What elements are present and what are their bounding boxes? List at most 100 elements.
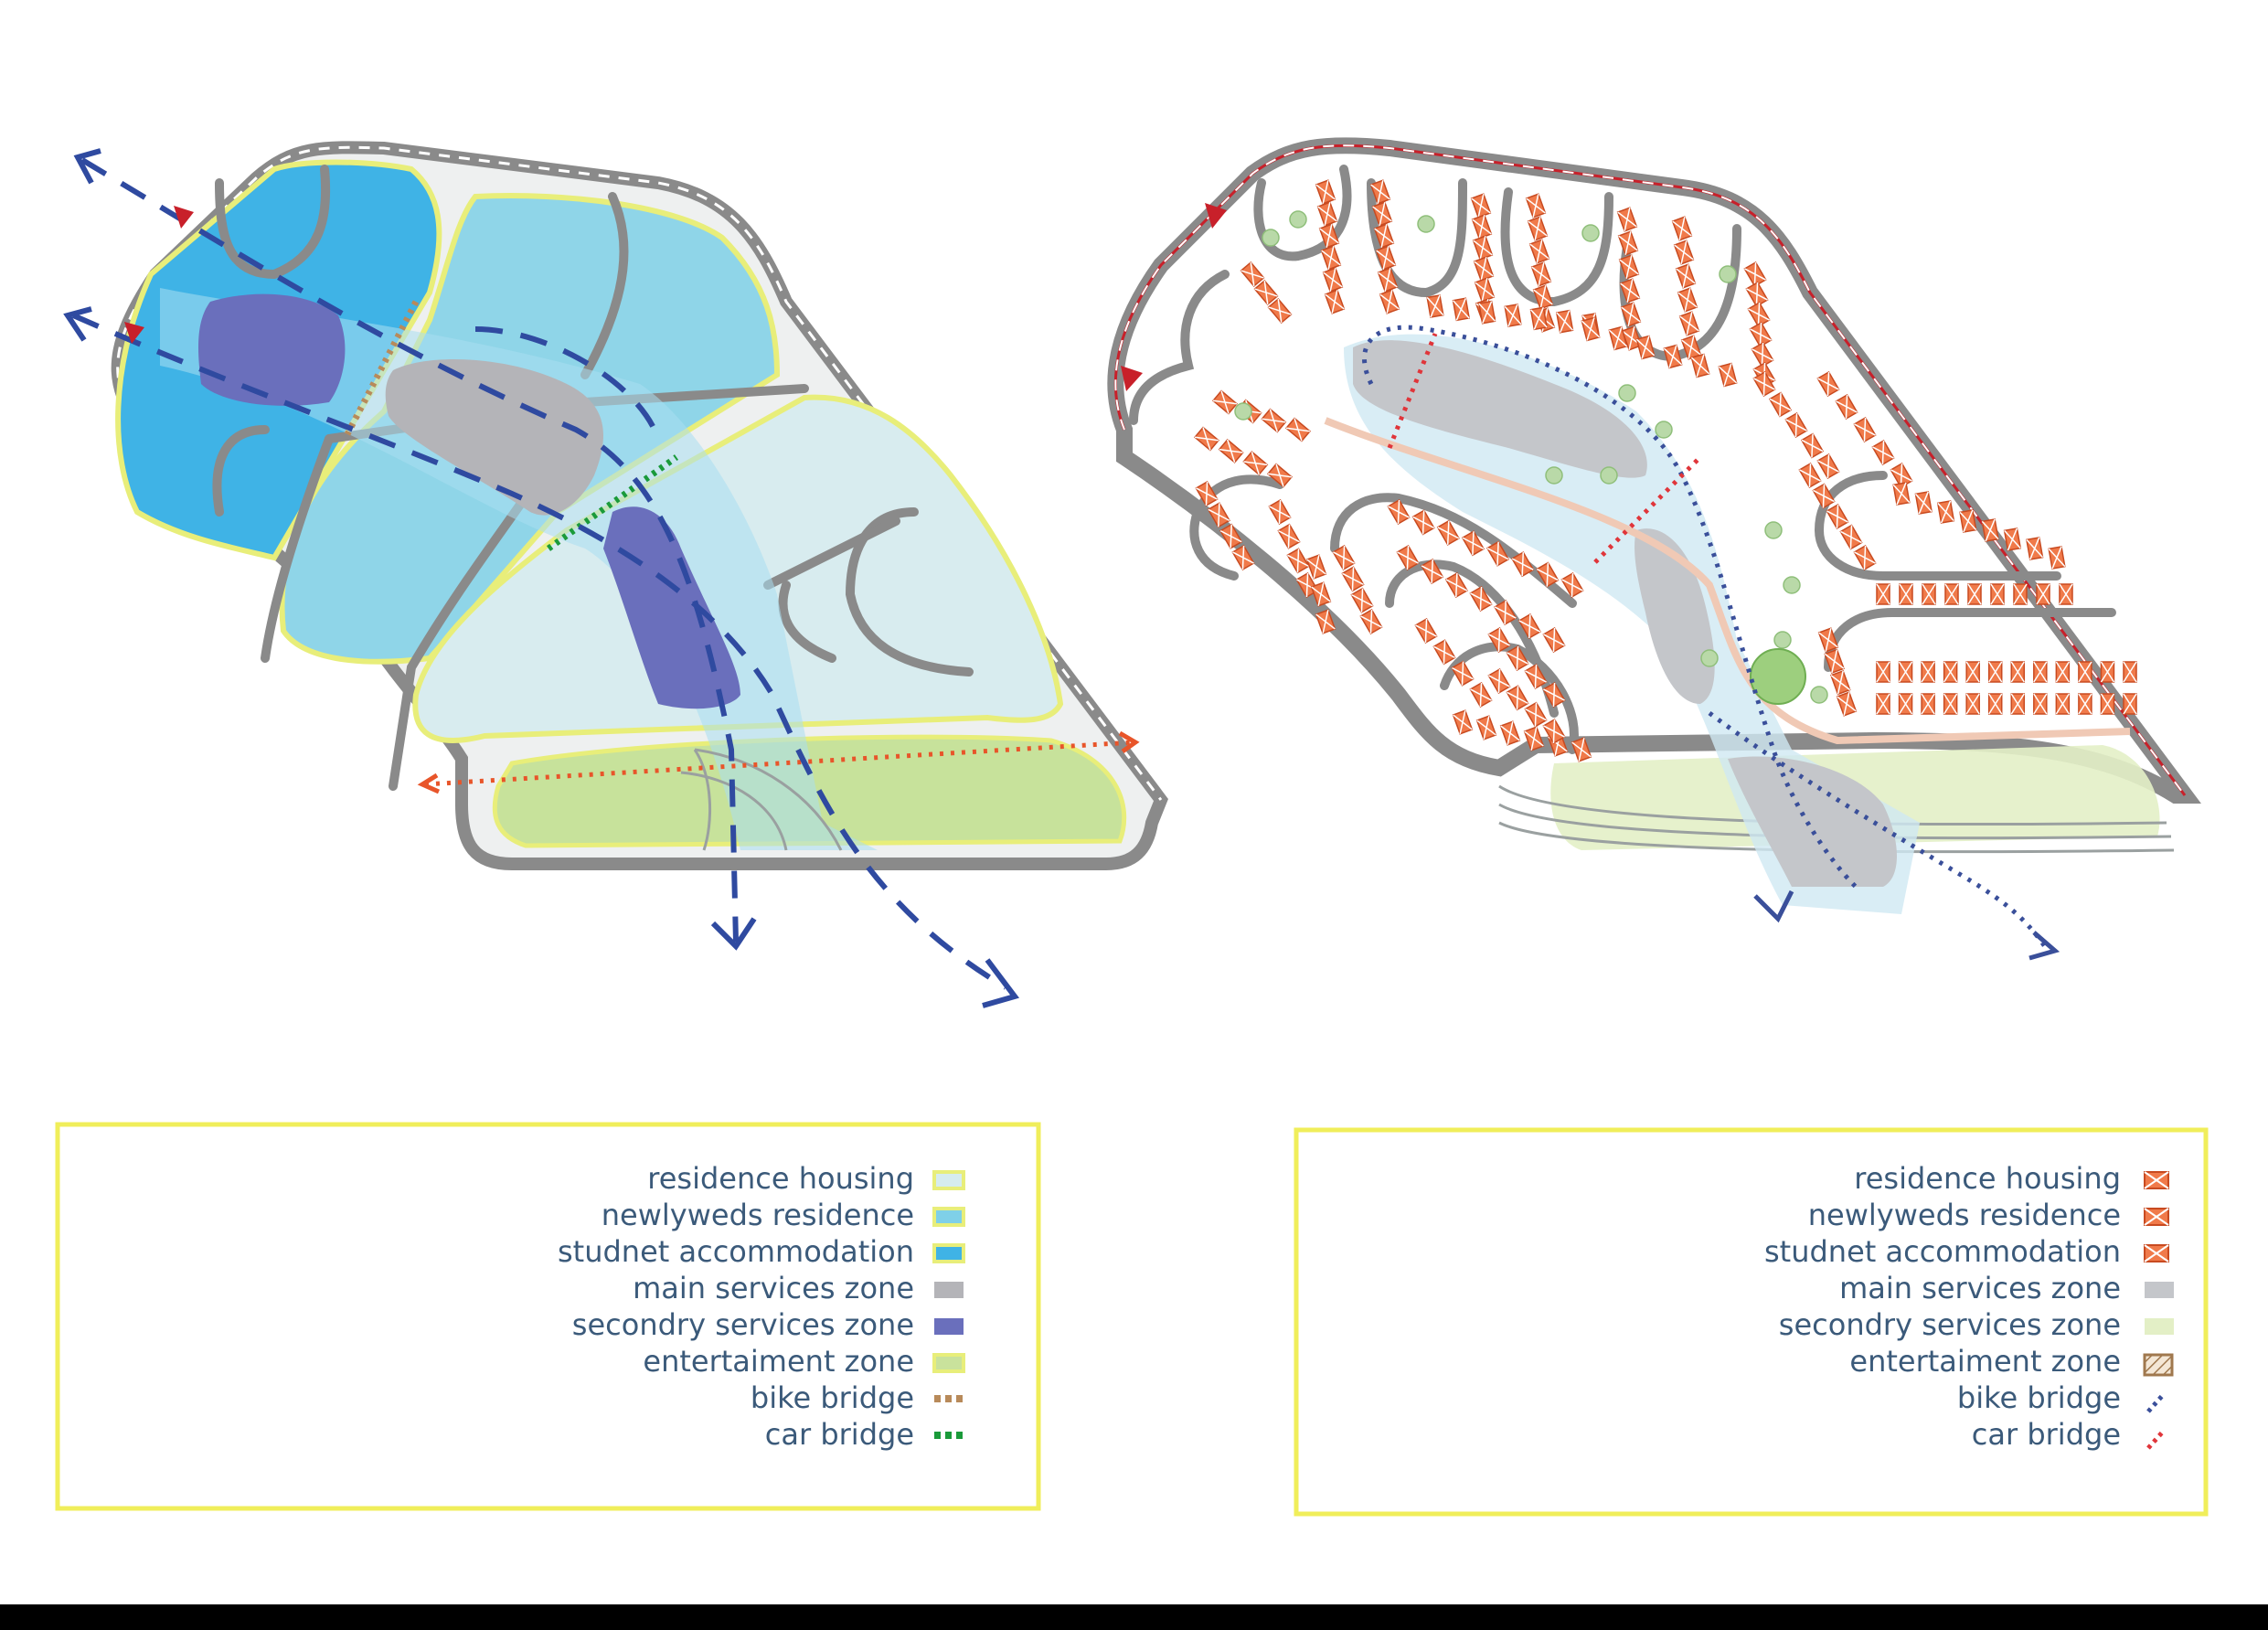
left-car-bridge [546, 454, 679, 551]
housing-unit [2033, 693, 2048, 715]
housing-unit [2100, 693, 2115, 715]
legend-left-swatch-4 [934, 1318, 964, 1335]
housing-unit [1768, 391, 1793, 418]
housing-unit [1469, 681, 1493, 708]
housing-unit [1745, 281, 1769, 308]
housing-unit [1981, 518, 1999, 542]
housing-unit [1816, 370, 1840, 398]
housing-unit [1921, 661, 1935, 683]
right-main-services-north [1353, 340, 1647, 478]
housing-unit [1675, 263, 1697, 289]
legend-left-swatch-1 [932, 1207, 965, 1227]
housing-unit [1506, 685, 1529, 711]
housing-unit [1315, 609, 1336, 634]
housing-unit [1943, 661, 1958, 683]
housing-unit [1914, 491, 1933, 515]
housing-unit [1485, 540, 1510, 567]
housing-unit [1375, 245, 1397, 271]
housing-unit [2036, 583, 2050, 605]
legend-right-label-0: residence housing [1854, 1161, 2121, 1196]
housing-unit [1469, 585, 1493, 613]
housing-unit [1524, 663, 1548, 690]
housing-unit [1461, 530, 1485, 557]
left-arrow-head-nw2 [63, 306, 92, 342]
housing-unit [1892, 482, 1911, 506]
housing-unit [2123, 661, 2137, 683]
housing-unit [1377, 267, 1399, 293]
legend-left-label-5: entertaiment zone [643, 1344, 914, 1379]
housing-unit [1240, 261, 1265, 287]
housing-unit [1324, 289, 1346, 314]
left-entry-marker-1 [174, 206, 194, 229]
housing-unit [1921, 693, 1935, 715]
housing-unit [1267, 463, 1293, 488]
housing-unit [1494, 599, 1517, 626]
housing-unit [1987, 693, 2003, 715]
housing-unit [1477, 300, 1496, 325]
left-arrow-head-se [982, 958, 1020, 1008]
housing-unit [1835, 393, 1858, 421]
housing-unit [1673, 240, 1695, 265]
legend-left-swatch-3 [934, 1282, 964, 1298]
housing-unit [1318, 223, 1340, 249]
housing-unit [2059, 583, 2073, 605]
housing-unit [1219, 523, 1243, 549]
housing-unit [1752, 370, 1776, 398]
housing-unit [1341, 566, 1365, 592]
left-landform-lines [680, 748, 843, 851]
housing-unit [1965, 661, 1980, 683]
housing-unit [1542, 626, 1566, 654]
housing-unit [1836, 691, 1858, 717]
housing-unit [1207, 502, 1230, 528]
tree [1764, 521, 1783, 539]
right-entry-marker-2 [1121, 366, 1143, 391]
legend-right-label-2: studnet accommodation [1764, 1234, 2121, 1269]
housing-unit [1671, 216, 1693, 241]
tree [1655, 421, 1673, 439]
tree [1545, 466, 1563, 485]
tree [1234, 402, 1252, 421]
housing-unit [1532, 284, 1554, 310]
legend-left-label-7: car bridge [765, 1417, 914, 1452]
legend-right-label-4: secondry services zone [1779, 1307, 2121, 1342]
tree [1700, 649, 1719, 667]
left-movement-arrows [71, 157, 1007, 990]
left-zoning-plan [63, 141, 1168, 1008]
housing-unit [1387, 498, 1411, 526]
housing-unit [2123, 693, 2137, 715]
housing-unit [1620, 302, 1642, 327]
housing-unit [1798, 462, 1822, 489]
housing-unit [2055, 693, 2071, 715]
housing-unit [1471, 214, 1493, 240]
legend-right-label-1: newlyweds residence [1808, 1198, 2121, 1232]
legend-right-swatch-1 [2144, 1208, 2169, 1226]
housing-unit [1618, 254, 1640, 280]
housing-unit [1898, 693, 1913, 715]
housing-unit [1678, 311, 1700, 336]
housing-unit [1690, 353, 1710, 378]
right-master-plan [1107, 137, 2201, 961]
housing-unit [1452, 297, 1471, 322]
left-bike-bridge [344, 300, 420, 436]
legend-right-swatch-5 [2143, 1353, 2174, 1377]
housing-unit [1943, 693, 1958, 715]
housing-unit [2010, 693, 2026, 715]
right-main-avenue [1324, 417, 2131, 745]
housing-unit [1310, 581, 1332, 607]
legend-right-swatch-7 [2146, 1430, 2165, 1450]
housing-unit [1277, 523, 1301, 549]
housing-unit [1529, 306, 1549, 331]
housing-unit [2026, 537, 2044, 560]
legend-right-swatch-0 [2144, 1171, 2169, 1189]
housing-unit [2003, 527, 2022, 551]
housing-unit [1194, 426, 1219, 452]
housing-unit [1286, 548, 1310, 574]
left-main-services-block [385, 359, 603, 516]
housing-unit [1824, 648, 1845, 675]
housing-unit [2078, 693, 2092, 715]
housing-unit [1816, 453, 1840, 480]
housing-unit [1242, 451, 1269, 476]
housing-unit [1784, 411, 1808, 439]
housing-unit [1359, 608, 1383, 635]
